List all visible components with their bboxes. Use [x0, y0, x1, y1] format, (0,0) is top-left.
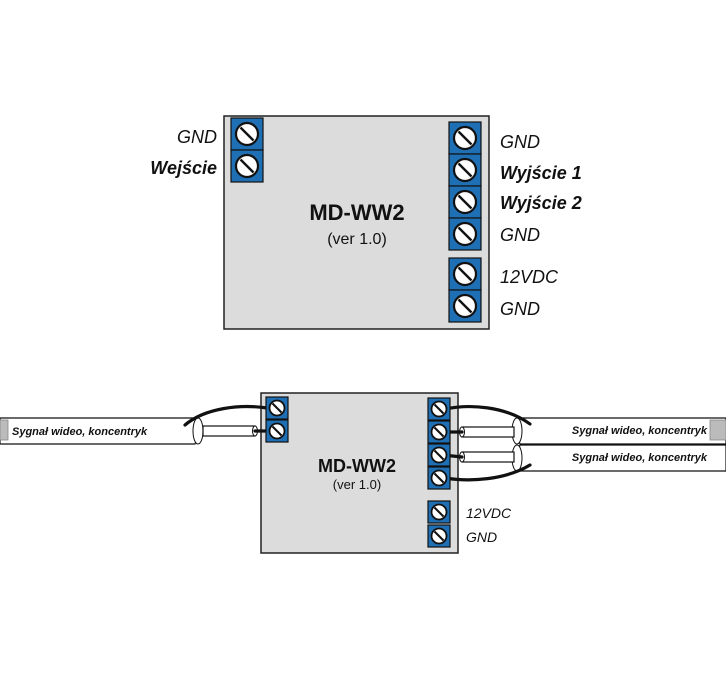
bottom-terminal-input: [265, 419, 289, 443]
right1-shield-wire: [443, 405, 532, 426]
bottom-terminal-gnd-out1: [427, 397, 451, 421]
bottom-terminal-gnd-out2: [427, 466, 451, 490]
top-terminal-gnd-in: [229, 116, 265, 152]
left-shield-wire: [183, 405, 269, 427]
top-label-output-2: Wyjście 2: [500, 193, 582, 213]
top-module-version: (ver 1.0): [327, 231, 387, 248]
right-coax-cable-2: [441, 444, 726, 482]
bottom-terminal-gnd-in: [265, 396, 289, 420]
top-label-gnd-2: GND: [500, 225, 540, 245]
right-coax-cable-1: [441, 405, 726, 445]
top-label-gnd-left: GND: [177, 127, 217, 147]
top-label-gnd-1: GND: [500, 132, 540, 152]
cable-label-left: Sygnał wideo, koncentryk: [12, 426, 148, 438]
bottom-module-body: [260, 392, 459, 554]
bottom-module: MD-WW2 (ver 1.0) 12VDC GND Sygnał wideo,…: [0, 392, 726, 554]
top-terminal-gnd-out2: [447, 216, 483, 252]
bottom-label-gnd: GND: [466, 529, 497, 545]
bottom-terminal-out2: [427, 443, 451, 467]
bottom-terminal-12vdc: [427, 500, 451, 524]
left-coax-cable: [0, 405, 272, 445]
bottom-label-12vdc: 12VDC: [466, 505, 512, 521]
top-terminal-gnd-out1: [447, 120, 483, 156]
bottom-terminal-out1: [427, 420, 451, 444]
top-module-body: [223, 115, 490, 330]
top-terminal-gnd-pwr: [447, 288, 483, 324]
top-terminal-input: [229, 148, 265, 184]
cable-label-right-2: Sygnał wideo, koncentryk: [572, 452, 708, 464]
top-module-title: MD-WW2: [309, 200, 404, 225]
top-terminal-out1: [447, 152, 483, 188]
top-label-input: Wejście: [150, 158, 217, 178]
top-label-12vdc: 12VDC: [500, 267, 559, 287]
top-label-output-1: Wyjście 1: [500, 163, 582, 183]
cable-label-right-1: Sygnał wideo, koncentryk: [572, 425, 708, 437]
bottom-module-version: (ver 1.0): [333, 477, 381, 492]
bottom-terminal-gnd-pwr: [427, 524, 451, 548]
top-terminal-out2: [447, 184, 483, 220]
bottom-module-title: MD-WW2: [318, 456, 396, 476]
top-label-gnd-3: GND: [500, 299, 540, 319]
right2-shield-wire: [443, 463, 532, 482]
top-module: MD-WW2 (ver 1.0) GND Wejście GND Wyjście…: [150, 115, 582, 330]
top-terminal-12vdc: [447, 256, 483, 292]
